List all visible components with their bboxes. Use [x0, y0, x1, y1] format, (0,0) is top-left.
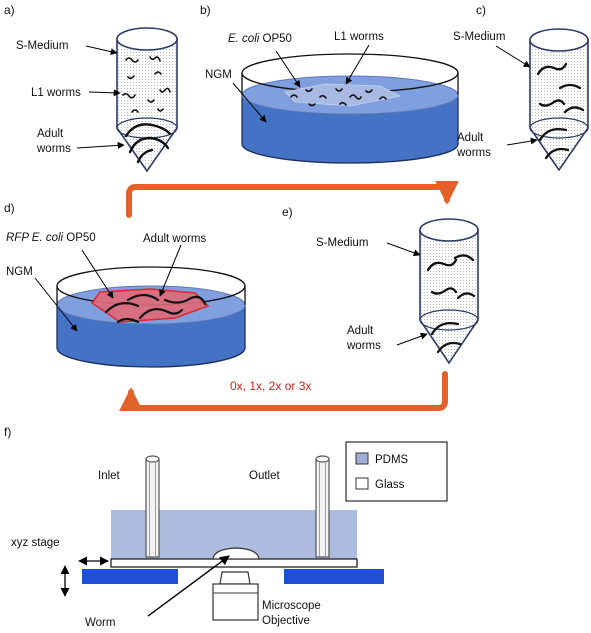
worm-label: Worm: [85, 617, 115, 629]
adult-label-c-2: worms: [456, 147, 491, 159]
panel-a: a) S-Medium: [4, 3, 178, 173]
adult-worms-e: [426, 254, 476, 354]
panel-b: b) E. coli OP50 L1 worms NGM: [200, 3, 459, 164]
l1-worms-label-b: L1 worms: [334, 31, 384, 43]
panel-f-letter: f): [4, 425, 11, 439]
cycle-arrow-top: [126, 180, 459, 218]
cycle-arrow-bottom: [119, 371, 448, 412]
adult-label-a-2: worms: [36, 143, 71, 155]
adult-worms-c: [536, 62, 585, 160]
l1-worms-label-a: L1 worms: [31, 87, 81, 99]
microscope-label-1: Microscope: [262, 600, 321, 612]
legend-glass-label: Glass: [375, 479, 405, 491]
panel-a-letter: a): [4, 3, 15, 17]
outlet-tube: [315, 455, 330, 558]
ngm-label-b: NGM: [205, 69, 232, 81]
tube-c: [529, 28, 589, 172]
panel-e: e) S-Medium Adult worms: [282, 205, 479, 365]
petri-dish-b: [241, 53, 459, 164]
adult-label-c-1: Adult: [457, 132, 484, 144]
rfp-ecoli-rest-d: OP50: [63, 232, 96, 244]
adult-label-e-1: Adult: [347, 325, 374, 337]
inlet-label: Inlet: [98, 470, 121, 482]
panel-e-letter: e): [282, 205, 293, 219]
outlet-label: Outlet: [249, 470, 280, 482]
glass-slide: [110, 558, 358, 568]
legend-pdms-swatch: [355, 452, 369, 465]
l1-worms-b: [290, 88, 387, 107]
ecoli-op50-label-b: E. coli OP50: [228, 33, 292, 45]
ecoli-italic-b: E. coli: [228, 33, 260, 45]
rfp-ecoli-label-d: RFP E. coli OP50: [6, 232, 96, 244]
s-medium-label-a: S-Medium: [16, 40, 68, 52]
panel-f: f) PDMS Glass: [4, 425, 448, 629]
panel-d: d) RFP E. coli OP50 Adult worms NGM: [4, 201, 246, 368]
legend-f: PDMS Glass: [345, 441, 448, 502]
adult-worms-d: [104, 293, 207, 324]
panel-d-letter: d): [4, 201, 15, 215]
xyz-stage-label: xyz stage: [11, 537, 60, 549]
adult-label-a-1: Adult: [37, 128, 64, 140]
adult-label-e-2: worms: [346, 340, 381, 352]
inlet-tube: [145, 455, 160, 558]
cycle-arrows: [119, 180, 459, 412]
stage-left: [82, 569, 178, 584]
s-medium-label-c: S-Medium: [453, 31, 505, 43]
tube-a: [116, 27, 178, 173]
adult-worms-label-d: Adult worms: [143, 233, 207, 245]
microscope-objective: [212, 571, 259, 621]
ecoli-rest-b: OP50: [259, 33, 292, 45]
panel-b-letter: b): [200, 3, 211, 17]
ngm-label-d: NGM: [6, 266, 33, 278]
worm-pointer: [147, 555, 230, 617]
l1-worms-a: [122, 56, 171, 113]
s-medium-label-e: S-Medium: [316, 237, 368, 249]
tube-e: [419, 218, 479, 365]
legend-pdms-label: PDMS: [375, 454, 409, 466]
legend-glass-swatch: [355, 477, 369, 490]
adult-worms-a: [124, 123, 172, 164]
panel-c-letter: c): [476, 3, 486, 17]
petri-dish-d: [56, 266, 246, 368]
rfp-ecoli-italic-d: RFP E. coli: [6, 232, 64, 244]
panel-c: c) S-Medium Adult worms: [453, 3, 589, 172]
stage-right: [284, 569, 384, 584]
microscope-label-2: Objective: [262, 615, 310, 627]
cycle-label: 0x, 1x, 2x or 3x: [230, 379, 311, 393]
